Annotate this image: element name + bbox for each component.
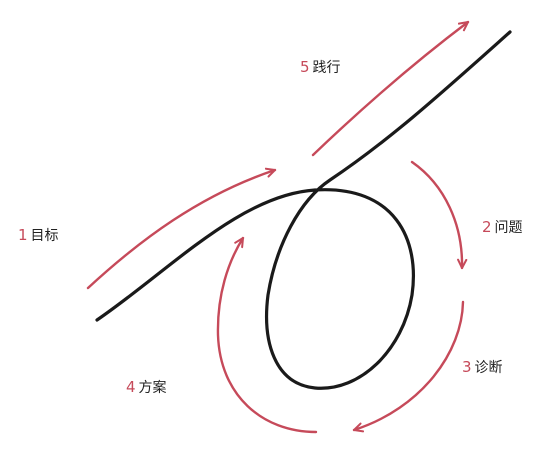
arrow-step-1 [86, 170, 277, 290]
arrow-step-2 [410, 160, 462, 270]
arrow-step-3 [352, 300, 465, 430]
arrow-step-5 [311, 20, 470, 157]
main-loop-curve [95, 30, 512, 390]
arrow-step-4 [216, 236, 318, 434]
